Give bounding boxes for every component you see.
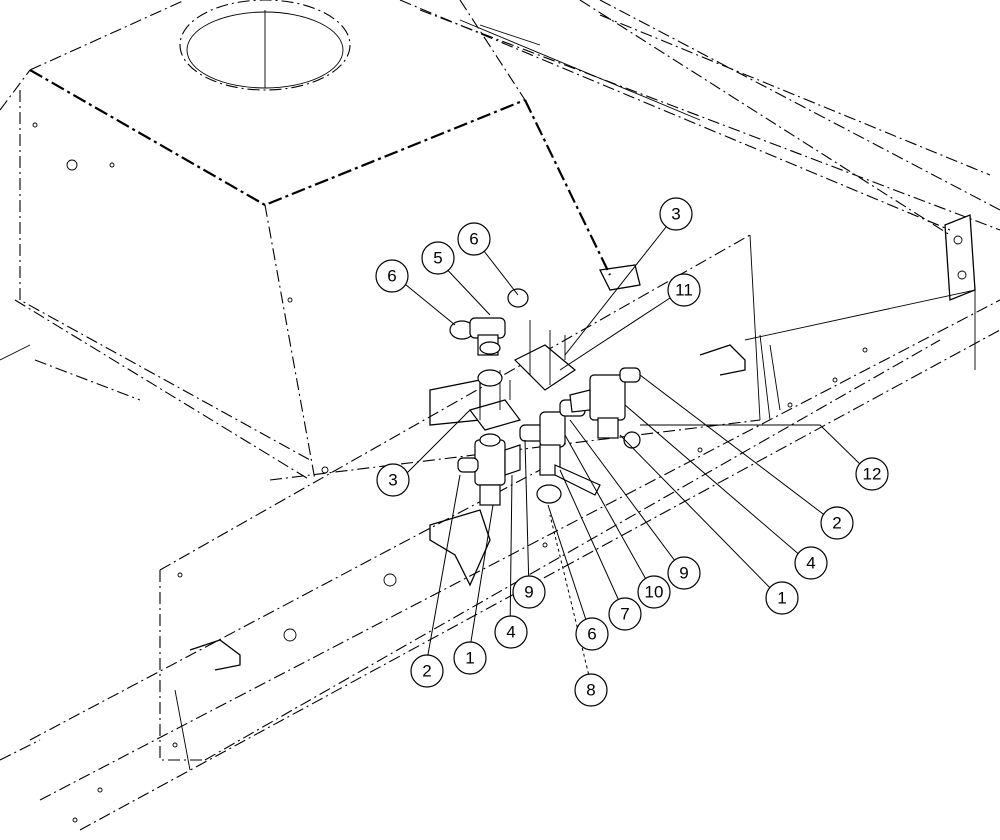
callout-11: 11 bbox=[667, 273, 701, 307]
callout-6-bottom: 6 bbox=[575, 617, 609, 651]
callout-3-left: 3 bbox=[376, 463, 410, 497]
callout-label: 4 bbox=[506, 623, 515, 642]
callout-label: 2 bbox=[422, 662, 431, 681]
callout-label: 6 bbox=[469, 230, 478, 249]
callout-label: 1 bbox=[777, 589, 786, 608]
callout-8: 8 bbox=[574, 673, 608, 707]
center-tee bbox=[519, 399, 601, 504]
callout-label: 7 bbox=[620, 605, 629, 624]
callout-label: 2 bbox=[832, 514, 841, 533]
callout-2-left: 2 bbox=[410, 654, 444, 688]
callout-5: 5 bbox=[421, 241, 455, 275]
callout-label: 3 bbox=[388, 471, 397, 490]
callout-label: 5 bbox=[433, 249, 442, 268]
callout-6-left: 6 bbox=[375, 259, 409, 293]
callout-1-left: 1 bbox=[453, 641, 487, 675]
callout-10: 10 bbox=[637, 575, 671, 609]
left-valve bbox=[457, 433, 521, 506]
callout-label: 6 bbox=[587, 625, 596, 644]
callout-label: 1 bbox=[465, 649, 474, 668]
callout-6-top: 6 bbox=[457, 222, 491, 256]
callout-label: 10 bbox=[645, 583, 664, 602]
callout-label: 4 bbox=[806, 554, 815, 573]
callout-7: 7 bbox=[608, 597, 642, 631]
callout-label: 12 bbox=[863, 465, 882, 484]
callout-12: 12 bbox=[855, 457, 889, 491]
callout-3-top: 3 bbox=[659, 197, 693, 231]
callout-1-right: 1 bbox=[765, 581, 799, 615]
callout-9-left: 9 bbox=[512, 575, 546, 609]
mounting-plate bbox=[468, 320, 577, 431]
upper-elbow-fitting bbox=[449, 288, 529, 356]
callout-label: 8 bbox=[586, 681, 595, 700]
callout-9-right: 9 bbox=[667, 556, 701, 590]
callout-2-right: 2 bbox=[820, 506, 854, 540]
callout-4-right: 4 bbox=[794, 546, 828, 580]
right-valve bbox=[569, 367, 641, 449]
valve-assembly bbox=[449, 288, 641, 506]
callout-label: 3 bbox=[671, 205, 680, 224]
callout-label: 9 bbox=[679, 564, 688, 583]
callout-balloons: 6 5 6 3 11 3 12 2 1 4 9 6 7 10 9 8 1 4 2 bbox=[375, 197, 889, 707]
callout-4-left: 4 bbox=[494, 615, 528, 649]
callout-label: 9 bbox=[524, 583, 533, 602]
callout-label: 11 bbox=[675, 281, 693, 300]
callout-label: 6 bbox=[387, 267, 396, 286]
